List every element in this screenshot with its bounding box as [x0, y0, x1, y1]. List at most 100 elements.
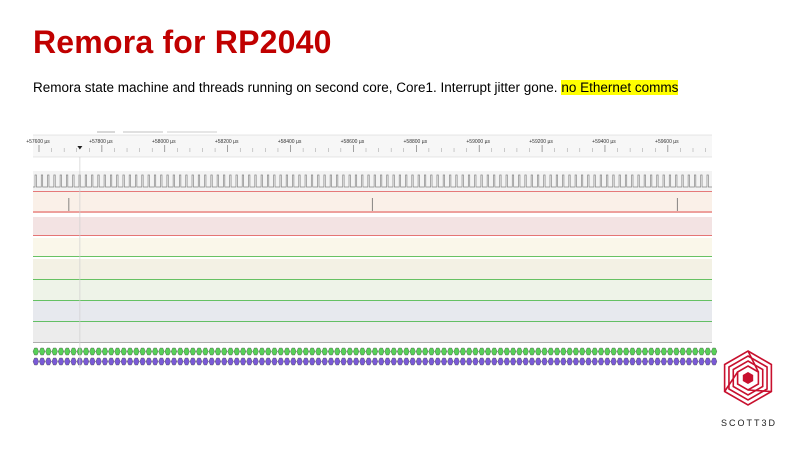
bus-segment	[522, 347, 529, 356]
bus-segment	[667, 347, 674, 356]
cursor-marker-icon	[77, 146, 83, 150]
bus-segment	[221, 347, 228, 356]
bus-segment	[497, 347, 504, 356]
bus-segment	[522, 357, 529, 366]
channel-lane	[33, 171, 712, 192]
bus-segment	[51, 357, 58, 366]
time-tick-label: +58800 µs	[404, 139, 428, 145]
logo-strut	[723, 371, 739, 392]
bus-segment	[560, 347, 567, 356]
bus-segment	[183, 357, 190, 366]
bus-segment	[296, 357, 303, 366]
logo-strut	[747, 389, 772, 393]
channel-lane	[33, 259, 712, 280]
bus-segment	[491, 347, 498, 356]
channel-lane	[33, 301, 712, 322]
bus-segment	[698, 347, 705, 356]
bus-segment	[459, 347, 466, 356]
bus-segment	[152, 347, 159, 356]
bus-segment	[114, 347, 121, 356]
bus-segment	[183, 347, 190, 356]
bus-segment	[484, 347, 492, 356]
bus-segment	[359, 357, 366, 366]
bus-segment	[327, 347, 335, 356]
bus-segment	[434, 347, 441, 356]
bus-segment	[453, 357, 460, 366]
bus-segment	[503, 357, 510, 366]
bus-segment	[170, 357, 178, 366]
bus-segment	[579, 357, 586, 366]
bus-segment	[390, 357, 397, 366]
bus-segment	[302, 357, 309, 366]
bus-segment	[265, 357, 272, 366]
bus-segment	[623, 347, 630, 356]
bus-segment	[441, 357, 448, 366]
bus-segment	[70, 357, 77, 366]
bus-segment	[629, 347, 636, 356]
bus-segment	[415, 357, 422, 366]
bus-segment	[334, 347, 341, 356]
logo-text: SCOTT3D	[720, 418, 777, 428]
bus-segment	[365, 347, 372, 356]
bus-segment	[70, 347, 77, 356]
bus-segment	[685, 347, 692, 356]
waveform-view: +57600 µs+57800 µs+58000 µs+58200 µs+584…	[26, 128, 718, 369]
bus-segment	[660, 347, 667, 356]
time-tick-label: +58200 µs	[215, 139, 239, 145]
bus-segment	[196, 347, 203, 356]
bus-segment	[572, 357, 579, 366]
bus-segment	[101, 357, 108, 366]
bus-segment	[484, 357, 492, 366]
bus-segment	[359, 347, 366, 356]
bus-segment	[327, 357, 335, 366]
bus-segment	[277, 347, 284, 356]
time-tick-label: +57600 µs	[26, 139, 50, 145]
bus-segment	[654, 347, 661, 356]
bus-segment	[83, 347, 90, 356]
toolbar-strip	[33, 128, 712, 135]
bus-segment	[290, 347, 297, 356]
bus-segment	[472, 347, 479, 356]
time-tick-label: +59200 µs	[529, 139, 553, 145]
bus-segment	[604, 357, 611, 366]
bus-segment	[591, 357, 598, 366]
bus-segment	[284, 347, 291, 356]
bus-segment	[403, 357, 410, 366]
subtitle-text: Remora state machine and threads running…	[33, 80, 562, 95]
bus-segment	[516, 357, 523, 366]
bus-segment	[346, 347, 353, 356]
slide-title: Remora for RP2040	[33, 24, 332, 60]
subtitle-highlight: no Ethernet comms	[561, 80, 679, 95]
bus-segment	[152, 357, 159, 366]
bus-segment	[409, 357, 416, 366]
bus-segment	[240, 357, 247, 366]
bus-segment	[641, 347, 649, 356]
bus-segment	[428, 347, 435, 356]
time-tick-label: +59000 µs	[466, 139, 490, 145]
bus-segment	[547, 357, 554, 366]
bus-segment	[711, 357, 718, 366]
bus-segment	[384, 357, 391, 366]
bus-segment	[616, 347, 623, 356]
bus-segment	[554, 357, 561, 366]
bus-segment	[579, 347, 586, 356]
bus-segment	[265, 347, 272, 356]
bus-segment	[214, 357, 221, 366]
bus-segment	[189, 357, 196, 366]
bus-segment	[127, 357, 134, 366]
bus-segment	[667, 357, 674, 366]
bus-segment	[233, 357, 240, 366]
toolbar-item	[167, 131, 217, 133]
bus-segment	[510, 347, 517, 356]
bus-segment	[189, 347, 196, 356]
bus-segment	[447, 357, 454, 366]
bus-segment	[616, 357, 623, 366]
bus-segment	[679, 357, 686, 366]
scott3d-logo-icon	[723, 350, 773, 406]
bus-segment	[660, 357, 667, 366]
bus-segment	[114, 357, 121, 366]
bus-segment	[466, 347, 473, 356]
bus-segment	[547, 347, 554, 356]
bus-segment	[127, 347, 134, 356]
bus-segment	[685, 357, 692, 366]
